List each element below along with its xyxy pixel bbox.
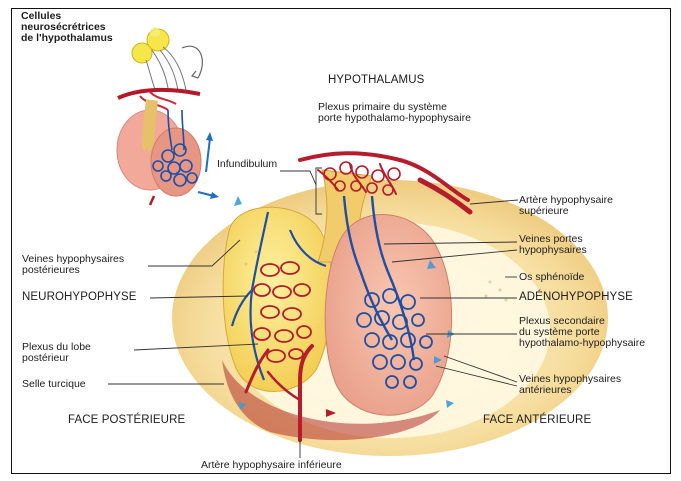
label-sella-turcica: Selle turcique <box>22 379 86 390</box>
label-neurohypophysis: NEUROHYPOPHYSE <box>22 292 137 303</box>
label-infundibulum: Infundibulum <box>217 159 277 170</box>
inset-figure <box>117 27 219 205</box>
label-posterior-face: FACE POSTÉRIEURE <box>68 415 185 426</box>
label-anterior-face: FACE ANTÉRIEURE <box>483 415 591 426</box>
label-secondary-plexus: Plexus secondaire du système porte hypot… <box>519 316 645 349</box>
label-anterior-veins: Veines hypophysaires antérieures <box>519 374 621 396</box>
label-neurosecretory-cells: Cellules neurosécrétrices de l'hypothala… <box>21 11 113 44</box>
label-adenohypophysis: ADÉNOHYPOPHYSE <box>519 292 633 303</box>
label-portal-veins: Veines portes hypophysaires <box>519 234 587 256</box>
label-primary-plexus: Plexus primaire du système porte hypotha… <box>318 102 471 124</box>
label-inferior-artery: Artère hypophysaire inférieure <box>201 460 342 471</box>
label-posterior-lobe-plexus: Plexus du lobe postérieur <box>22 342 91 364</box>
label-hypothalamus: HYPOTHALAMUS <box>328 75 424 86</box>
label-superior-artery: Artère hypophysaire supérieure <box>519 195 613 217</box>
neurosecretory-cell <box>132 43 152 63</box>
label-posterior-veins: Veines hypophysaires postérieures <box>22 254 124 276</box>
neurohypophysis-lobe <box>223 207 332 391</box>
label-sphenoid-bone: Os sphénoïde <box>519 272 584 283</box>
